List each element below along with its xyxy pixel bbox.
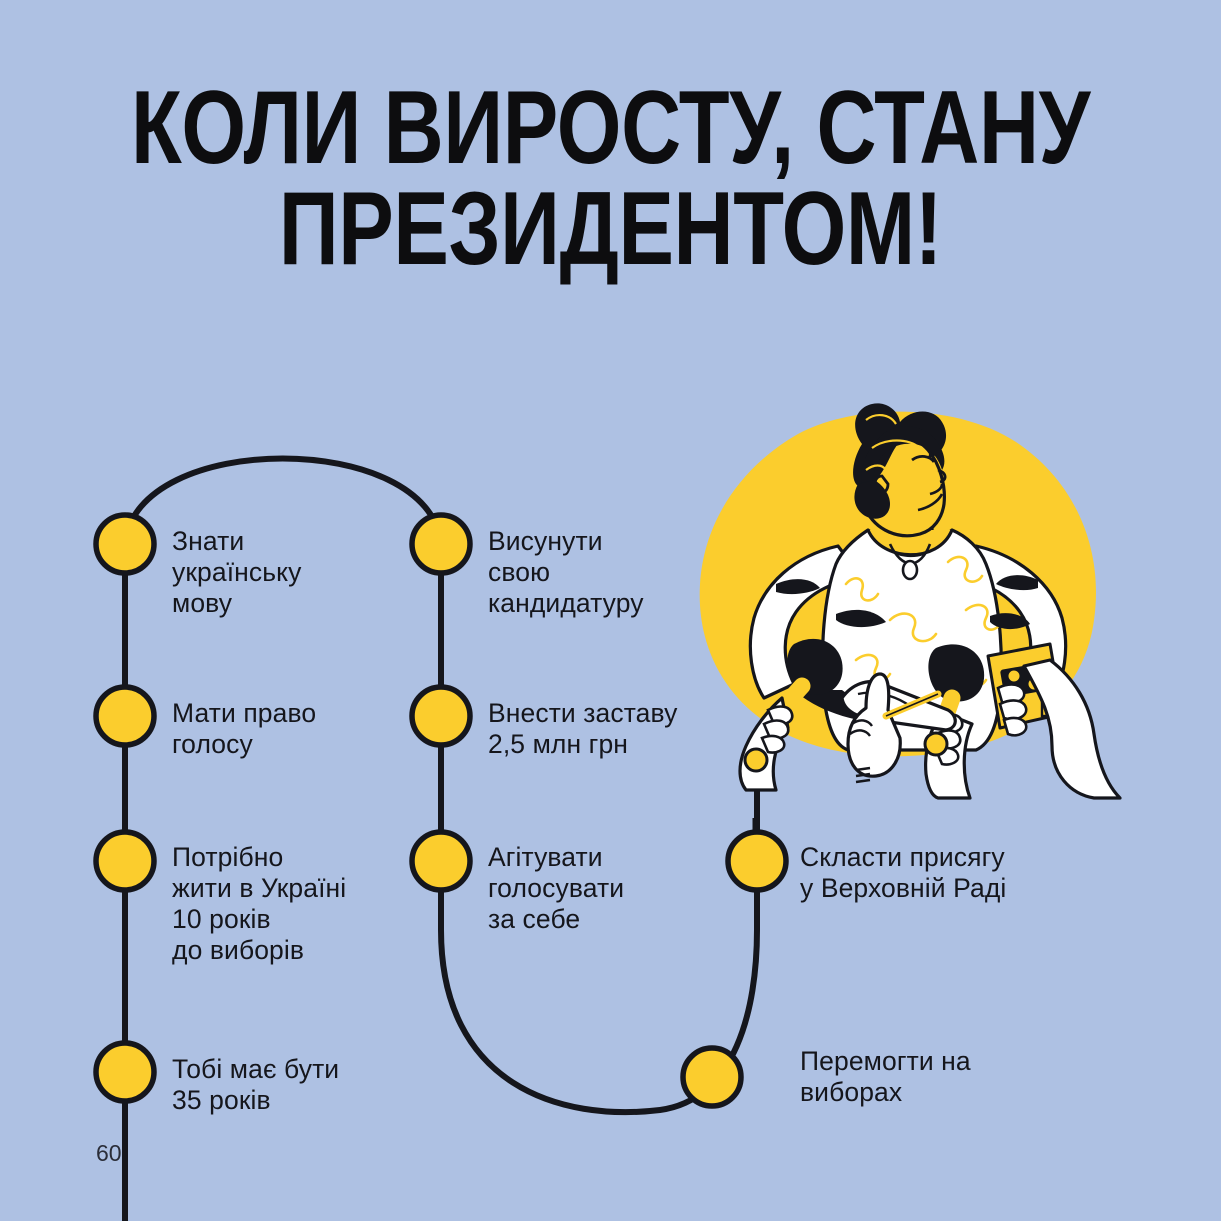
page-number: 60 [96, 1140, 122, 1166]
node-dot-oath [725, 829, 789, 893]
node-label-oath: Скласти присягу у Верховній Раді [800, 842, 1007, 903]
left-arm-shadow [776, 579, 820, 595]
page-title-line-2: ПРЕЗИДЕНТОМ! [278, 170, 943, 287]
hair-strands [865, 414, 921, 471]
mouth [929, 483, 944, 496]
node-label-campaign: Агітувати голосувати за себе [488, 842, 625, 934]
node-dot-deposit [409, 684, 473, 748]
node-label-nominate: Висунути свою кандидатуру [488, 526, 644, 618]
left-sleeve-shadow [836, 609, 886, 628]
node-dot-campaign [409, 829, 473, 893]
node-label-voting-right: Мати право голосу [172, 698, 317, 759]
microphone-left [738, 638, 843, 792]
eye [911, 455, 936, 463]
node-label-age-35: Тобі має бути 35 років [172, 1054, 340, 1115]
hair-nape [854, 480, 890, 519]
page-title: КОЛИ ВИРОСТУ, СТАНУ ПРЕЗИДЕНТОМ! [0, 70, 1221, 287]
node-dot-age-35 [93, 1040, 157, 1104]
node-dot-voting-right [93, 684, 157, 748]
node-label-live-in-ukraine: Потрібно жити в Україні 10 років до вибо… [172, 842, 347, 965]
nose [937, 468, 947, 484]
node-label-deposit: Внести заставу 2,5 млн грн [488, 698, 678, 759]
pointing-hand [846, 672, 942, 784]
node-dot-know-language [93, 512, 157, 576]
press-conference-illustration [690, 398, 1130, 818]
necklace-pendant [901, 559, 919, 581]
node-dot-live-in-ukraine [93, 829, 157, 893]
jawline [917, 493, 944, 512]
node-dot-win-election [680, 1045, 744, 1109]
right-sleeve-shadow [990, 613, 1030, 630]
voice-recorder [986, 642, 1122, 800]
node-dot-nominate [409, 512, 473, 576]
node-label-know-language: Знати українську мову [172, 526, 302, 618]
right-arm-shadow [996, 575, 1038, 591]
collar [866, 529, 954, 557]
node-label-win-election: Перемогти на виборах [800, 1046, 971, 1107]
page-title-line-1: КОЛИ ВИРОСТУ, СТАНУ [130, 70, 1091, 186]
